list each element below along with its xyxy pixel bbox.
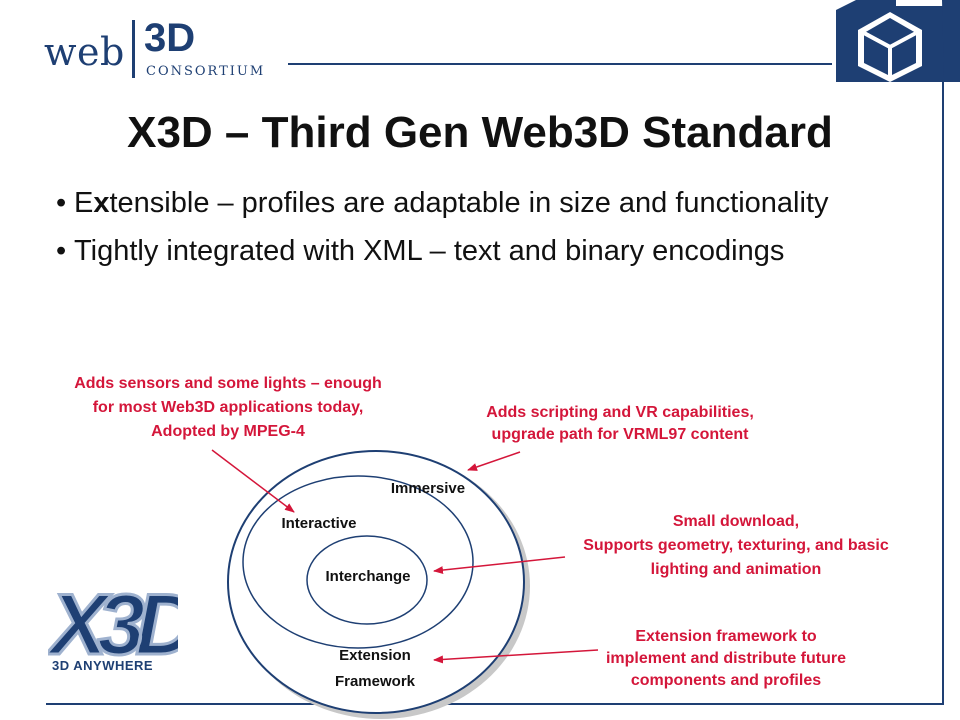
label-immersive: Immersive — [390, 480, 466, 497]
bullet-xml: • Tightly integrated with XML – text and… — [56, 234, 936, 268]
note-interactive: Adds sensors and some lights – enough fo… — [40, 372, 416, 444]
note-interactive-line2: for most Web3D applications today, — [92, 399, 364, 416]
label-extension-line1: Extension — [339, 647, 411, 664]
frame-bottom-rule — [46, 703, 944, 705]
note-extension-line2: implement and distribute future — [605, 650, 846, 667]
arrow-interactive — [211, 449, 295, 513]
x3d-logo-icon: X3D — [48, 576, 178, 675]
label-interchange: Interchange — [325, 568, 411, 585]
frame-right-rule — [942, 82, 944, 704]
x3d-logo-mark: X3D — [48, 577, 178, 673]
bullet-rest: tensible – profiles are adaptable in siz… — [109, 187, 829, 219]
logo-3d-text: 3D — [144, 16, 196, 60]
note-interactive-line1: Adds sensors and some lights – enough — [74, 375, 382, 392]
interchange-ellipse — [306, 535, 428, 625]
bullet-lead: E — [74, 187, 94, 219]
note-immersive: Adds scripting and VR capabilities, upgr… — [440, 402, 800, 446]
logo-web-text: web — [44, 30, 125, 74]
note-interchange-line2: Supports geometry, texturing, and basic — [583, 537, 889, 554]
bullet-extensible: • Extensible – profiles are adaptable in… — [56, 186, 936, 220]
label-extension: Extension Framework — [320, 643, 430, 695]
header-rule — [288, 63, 832, 65]
bullet-list: • Extensible – profiles are adaptable in… — [56, 186, 936, 282]
x3d-tagline: 3D ANYWHERE — [52, 658, 154, 673]
arrow-extension — [433, 649, 599, 664]
logo-consortium-text: CONSORTIUM — [146, 64, 266, 79]
slide-title: X3D – Third Gen Web3D Standard — [127, 108, 833, 157]
web3d-consortium-logo: web 3D CONSORTIUM — [40, 14, 290, 84]
note-extension: Extension framework to implement and dis… — [566, 626, 886, 692]
note-extension-line3: components and profiles — [630, 672, 822, 689]
arrow-interchange — [433, 556, 566, 575]
note-extension-line1: Extension framework to — [635, 628, 817, 645]
note-interchange-line3: lighting and animation — [650, 561, 822, 578]
note-interchange-line1: Small download, — [672, 513, 800, 530]
note-interactive-line3: Adopted by MPEG-4 — [151, 423, 305, 440]
label-interactive: Interactive — [281, 515, 357, 532]
logo-divider — [132, 20, 135, 78]
note-immersive-line2: upgrade path for VRML97 content — [491, 426, 749, 443]
cube-logo-icon — [832, 0, 960, 82]
bullet-marker: • — [56, 187, 67, 219]
note-interchange: Small download, Supports geometry, textu… — [556, 510, 916, 582]
label-extension-line2: Framework — [334, 673, 416, 690]
bullet-marker: • — [56, 235, 67, 267]
bullet-bold: x — [93, 187, 110, 219]
bullet-rest: Tightly integrated with XML – text and b… — [74, 235, 785, 267]
arrow-immersive — [467, 451, 521, 471]
note-immersive-line1: Adds scripting and VR capabilities, — [486, 404, 754, 421]
